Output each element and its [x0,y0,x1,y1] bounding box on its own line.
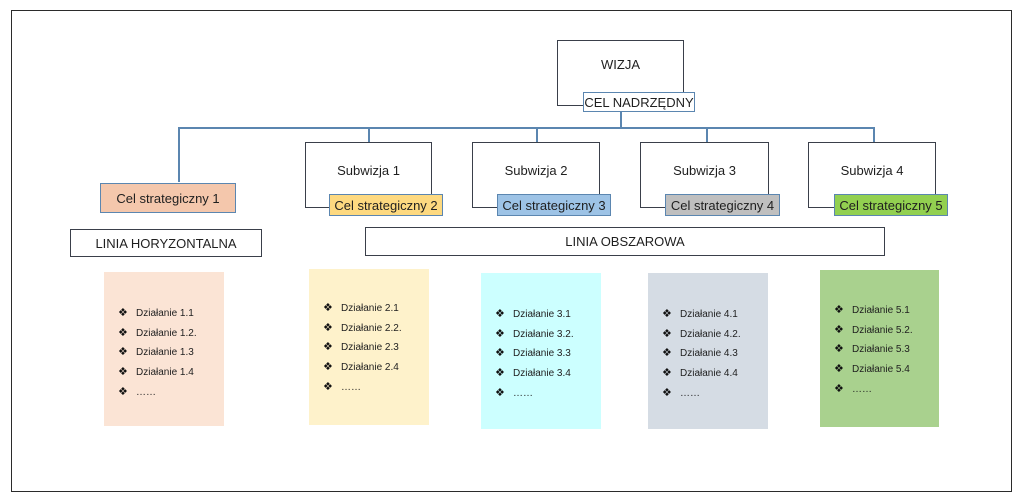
cel-strategiczny-3-box: Cel strategiczny 3 [497,194,611,216]
diamond-bullet-icon: ❖ [495,347,505,360]
list-item: ❖Działanie 3.3 [495,347,571,360]
connector-sub4-vertical [873,127,875,142]
list-item: ❖Działanie 3.1 [495,308,571,321]
diamond-bullet-icon: ❖ [323,380,333,393]
list-item: ❖Działanie 4.3 [662,347,738,360]
list-item: ❖…… [323,380,361,393]
list-item: ❖Działanie 2.4 [323,361,399,374]
connector-sub2-vertical [536,127,538,142]
list-item: ❖Działanie 1.2. [118,326,197,339]
diamond-bullet-icon: ❖ [323,361,333,374]
diamond-bullet-icon: ❖ [118,385,128,398]
linia-horyzontalna-box: LINIA HORYZONTALNA [70,229,262,257]
list-item: ❖…… [662,386,700,399]
dzialania-group-5: ❖Działanie 5.1 ❖Działanie 5.2. ❖Działani… [820,270,939,427]
connector-root-vertical [620,110,622,128]
dzialania-group-4: ❖Działanie 4.1 ❖Działanie 4.2. ❖Działani… [648,273,768,429]
diamond-bullet-icon: ❖ [662,367,672,380]
diagram-frame [11,10,1012,492]
list-item: ❖…… [834,382,872,395]
diamond-bullet-icon: ❖ [323,302,333,315]
list-item: ❖Działanie 3.4 [495,367,571,380]
diamond-bullet-icon: ❖ [662,308,672,321]
list-item: ❖Działanie 3.2. [495,327,574,340]
diamond-bullet-icon: ❖ [118,307,128,320]
diamond-bullet-icon: ❖ [323,341,333,354]
cel-strategiczny-1-box: Cel strategiczny 1 [100,183,236,213]
diamond-bullet-icon: ❖ [495,367,505,380]
list-item: ❖Działanie 2.1 [323,302,399,315]
connector-cel1-vertical [178,127,180,182]
diamond-bullet-icon: ❖ [834,382,844,395]
list-item: ❖…… [118,385,156,398]
list-item: ❖Działanie 5.3 [834,343,910,356]
connector-sub3-vertical [706,127,708,142]
diamond-bullet-icon: ❖ [495,386,505,399]
dzialania-group-1: ❖Działanie 1.1 ❖Działanie 1.2. ❖Działani… [104,272,224,426]
connector-main-horizontal [178,127,875,129]
list-item: ❖Działanie 2.3 [323,341,399,354]
diamond-bullet-icon: ❖ [834,343,844,356]
list-item: ❖Działanie 4.1 [662,308,738,321]
diamond-bullet-icon: ❖ [495,308,505,321]
list-item: ❖Działanie 4.2. [662,327,741,340]
dzialania-group-2: ❖Działanie 2.1 ❖Działanie 2.2. ❖Działani… [309,269,429,425]
diamond-bullet-icon: ❖ [662,327,672,340]
diamond-bullet-icon: ❖ [834,363,844,376]
diamond-bullet-icon: ❖ [323,321,333,334]
diamond-bullet-icon: ❖ [834,304,844,317]
list-item: ❖Działanie 1.3 [118,346,194,359]
diamond-bullet-icon: ❖ [834,323,844,336]
list-item: ❖Działanie 4.4 [662,367,738,380]
diamond-bullet-icon: ❖ [118,366,128,379]
list-item: ❖Działanie 5.1 [834,304,910,317]
linia-obszarowa-box: LINIA OBSZAROWA [365,227,885,256]
list-item: ❖Działanie 5.2. [834,323,913,336]
diamond-bullet-icon: ❖ [118,346,128,359]
list-item: ❖Działanie 1.1 [118,307,194,320]
list-item: ❖Działanie 5.4 [834,363,910,376]
cel-strategiczny-5-box: Cel strategiczny 5 [834,194,948,216]
dzialania-group-3: ❖Działanie 3.1 ❖Działanie 3.2. ❖Działani… [481,273,601,429]
diamond-bullet-icon: ❖ [118,326,128,339]
list-item: ❖Działanie 1.4 [118,366,194,379]
list-item: ❖…… [495,386,533,399]
cel-strategiczny-4-box: Cel strategiczny 4 [665,194,780,216]
diamond-bullet-icon: ❖ [495,327,505,340]
diamond-bullet-icon: ❖ [662,347,672,360]
cel-nadrzedny-box: CEL NADRZĘDNY [583,92,695,112]
diamond-bullet-icon: ❖ [662,386,672,399]
list-item: ❖Działanie 2.2. [323,321,402,334]
cel-strategiczny-2-box: Cel strategiczny 2 [329,194,443,216]
connector-sub1-vertical [368,127,370,142]
